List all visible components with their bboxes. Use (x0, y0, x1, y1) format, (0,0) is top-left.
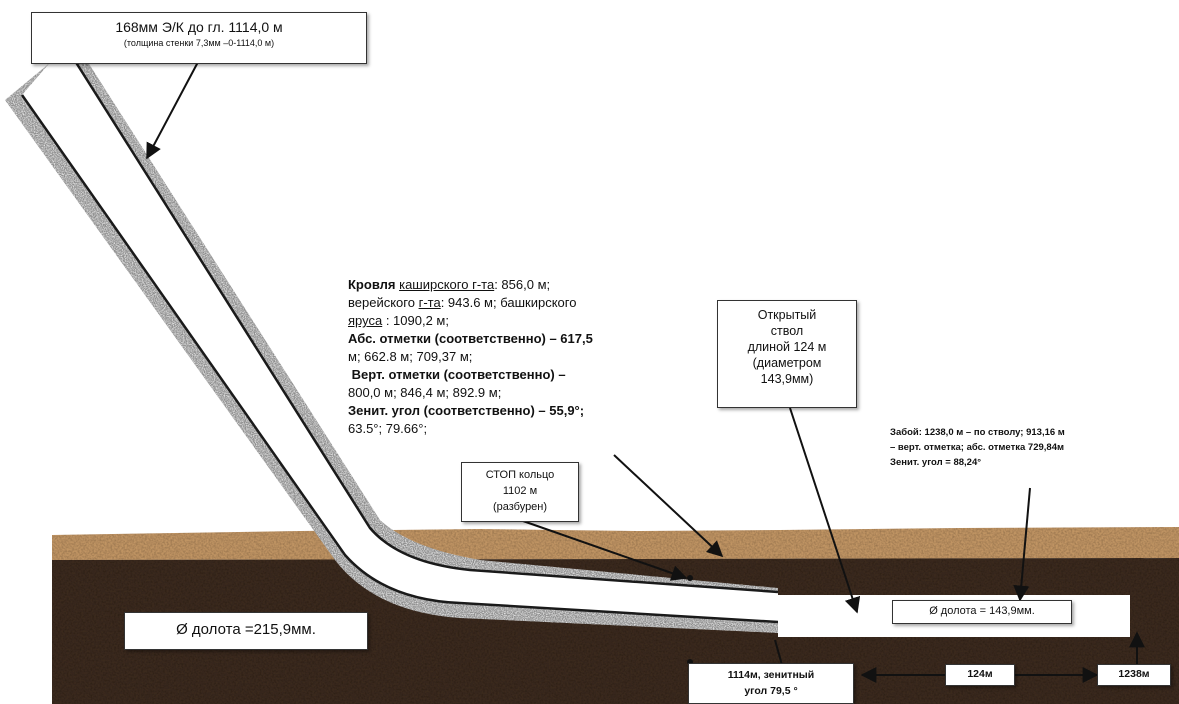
bit-diameter-casing-text: Ø долота =215,9мм. (176, 621, 316, 638)
casing-label-title: 168мм Э/К до гл. 1114,0 м (115, 19, 283, 35)
formation-line-4: Абс. отметки (соответственно) – 617,5 (348, 331, 593, 346)
formation-line-6: Верт. отметки (соответственно) – (348, 367, 566, 382)
total-depth-label-text: 1238м (1118, 668, 1150, 680)
length-label-box: 124м (945, 664, 1015, 686)
stop-ring-line-2: 1102 м (502, 485, 538, 497)
open-hole-line-3: длиной 124 м (747, 340, 827, 354)
arrow-open-hole (789, 407, 861, 614)
formation-line-7: 800,0 м; 846,4 м; 892.9 м; (348, 385, 502, 400)
arrow-shoe (774, 639, 783, 666)
bottomhole-line-1: Забой: 1238,0 м – по стволу; 913,16 м (890, 427, 1065, 438)
cased-borehole (22, 45, 778, 622)
arrow-stop-ring (522, 520, 688, 581)
formation-line-8: Зенит. угол (соответственно) – 55,9°; (348, 403, 585, 418)
arrow-formation (613, 454, 724, 558)
arrow-casing (146, 61, 199, 160)
open-hole-line-5: 143,9мм) (760, 372, 814, 386)
soil-layer (52, 558, 1179, 704)
casing-right-wall (63, 44, 779, 594)
casing-left-wall (20, 94, 779, 624)
formation-line-2: верейского г-та: 943.6 м; башкирского (348, 295, 577, 310)
open-hole-label-box: Открытый ствол длиной 124 м (диаметром 1… (717, 300, 857, 408)
formation-line-3: яруса : 1090,2 м; (348, 313, 449, 328)
length-label-text: 124м (967, 668, 993, 680)
formation-line-5: м; 662.8 м; 709,37 м; (348, 349, 473, 364)
shoe-label-box: 1114м, зенитный угол 79,5 ° (688, 663, 854, 704)
stop-ring-dot-upper (687, 575, 693, 581)
sand-layer (52, 527, 1179, 562)
open-hole-line-2: ствол (770, 324, 804, 338)
casing-label-box: 168мм Э/К до гл. 1114,0 м (толщина стенк… (31, 12, 367, 64)
total-depth-label-box: 1238м (1097, 664, 1171, 686)
formation-text: Кровля каширского г-та: 856,0 м; верейск… (348, 276, 698, 438)
bit-diameter-open-hole-box: Ø долота = 143,9мм. (892, 600, 1072, 624)
stop-ring-line-1: СТОП кольцо (485, 469, 555, 481)
bottomhole-line-2: – верт. отметка; абс. отметка 729,84м (890, 442, 1065, 453)
stop-ring-label-box: СТОП кольцо 1102 м (разбурен) (461, 462, 579, 522)
arrow-bottomhole (1013, 487, 1031, 602)
open-hole-line-1: Открытый (757, 308, 817, 322)
formation-line-9: 63.5°; 79.66°; (348, 421, 428, 436)
formation-line-1: Кровля каширского г-та: 856,0 м; (348, 277, 551, 292)
open-hole-line-4: (диаметром (752, 356, 822, 370)
shoe-line-1: 1114м, зенитный (727, 669, 815, 681)
bit-diameter-casing-box: Ø долота =215,9мм. (124, 612, 368, 650)
stop-ring-line-3: (разбурен) (492, 501, 548, 513)
casing-label-note: (толщина стенки 7,3мм –0-1114,0 м) (123, 38, 275, 48)
bit-diameter-open-hole-text: Ø долота = 143,9мм. (929, 605, 1035, 617)
bottomhole-line-3: Зенит. угол = 88,24° (890, 457, 982, 468)
bottomhole-text: Забой: 1238,0 м – по стволу; 913,16 м – … (890, 425, 1179, 470)
shoe-line-2: угол 79,5 ° (744, 685, 798, 697)
